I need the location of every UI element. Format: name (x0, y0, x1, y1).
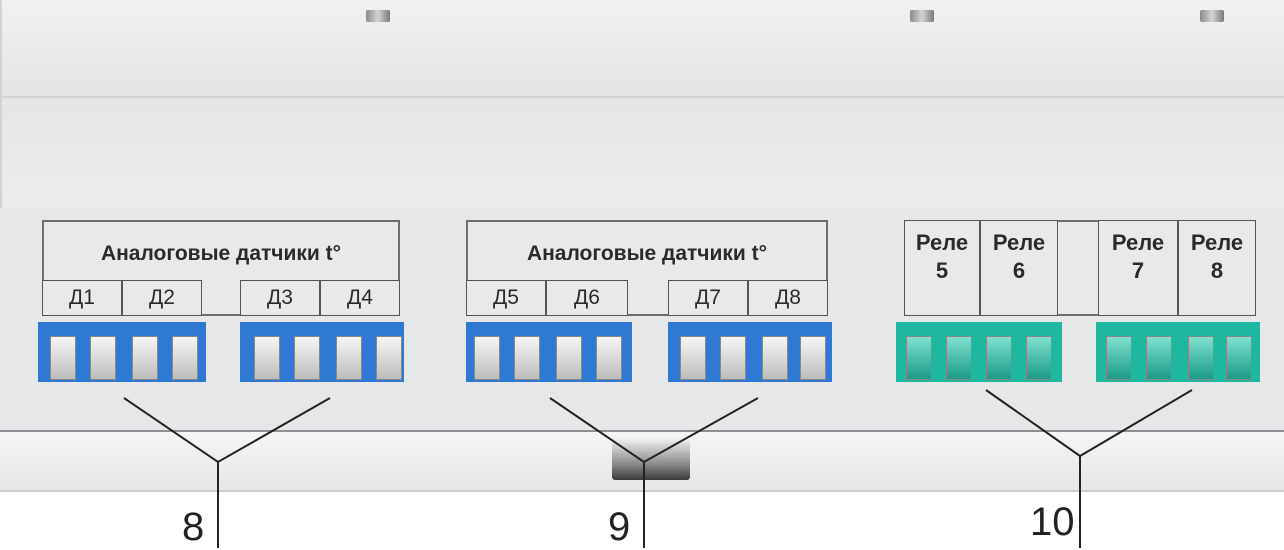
sensor-group-2-title: Аналоговые датчики t° (526, 242, 768, 265)
terminal-block[interactable] (466, 322, 632, 382)
terminal-block[interactable] (668, 322, 832, 382)
terminal-block[interactable] (38, 322, 206, 382)
channel-label: Д3 (240, 280, 320, 316)
relay-terminal-block[interactable] (896, 322, 1062, 382)
channel-label: Д6 (546, 280, 628, 316)
channel-label: Д1 (42, 280, 122, 316)
device-top-housing (0, 0, 1284, 208)
screw-icon (1200, 10, 1224, 22)
housing-seam (0, 96, 1284, 98)
channel-label: Д4 (320, 280, 400, 316)
terminal-block[interactable] (240, 322, 404, 382)
callout-9: 9 (608, 505, 631, 549)
callout-10: 10 (1030, 500, 1075, 544)
rail-seam (0, 430, 1284, 432)
channel-label: Д7 (668, 280, 748, 316)
screw-icon (366, 10, 390, 22)
channel-label: Д8 (748, 280, 828, 316)
channel-label: Д5 (466, 280, 546, 316)
sensor-group-1-title: Аналоговые датчики t° (100, 242, 342, 265)
relay-terminal-block[interactable] (1096, 322, 1260, 382)
screw-icon (910, 10, 934, 22)
channel-label: Д2 (122, 280, 202, 316)
callout-8: 8 (182, 505, 205, 549)
